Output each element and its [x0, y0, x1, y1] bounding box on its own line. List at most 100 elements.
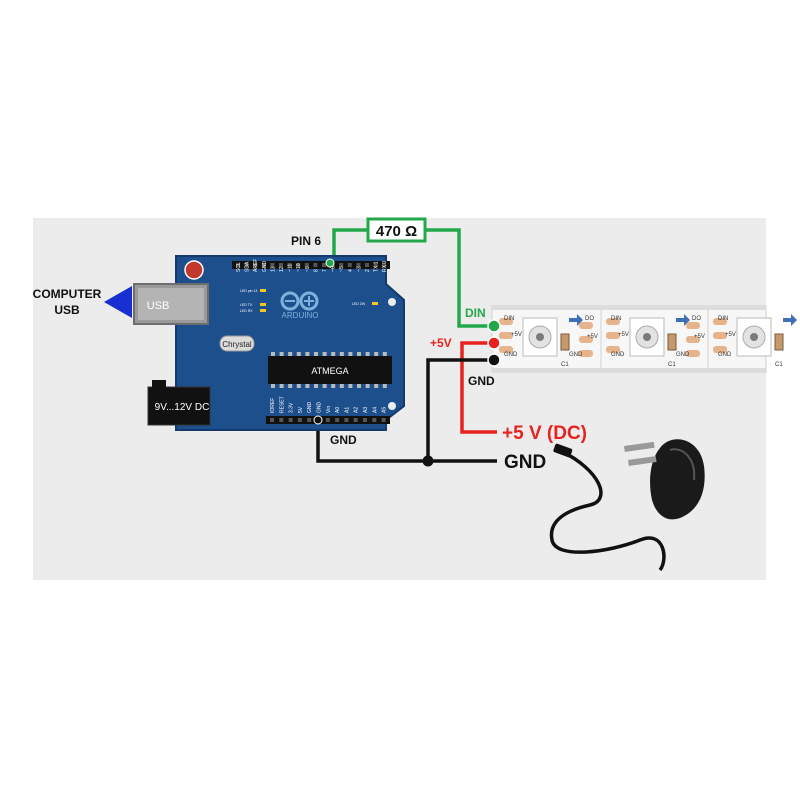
header-pin-label: RESET	[279, 396, 285, 413]
din-connector-dot	[487, 319, 501, 333]
header-pin	[304, 263, 309, 267]
strip-pad-label: DO	[692, 316, 701, 322]
computer-label: COMPUTER	[33, 287, 102, 301]
header-pin	[288, 418, 293, 422]
header-pin-label: SCL	[236, 262, 242, 272]
plus5v-dc-label: +5 V (DC)	[502, 423, 587, 444]
maker-logo-icon	[184, 260, 204, 280]
header-pin-label: Vin	[326, 406, 332, 413]
strip-pad-label: GND	[611, 352, 625, 358]
chip-pin	[382, 352, 387, 356]
pin6-label: PIN 6	[291, 234, 321, 248]
atmega-chip	[268, 356, 392, 384]
gnd-pin-marker	[313, 415, 323, 425]
header-pin-label: A2	[354, 407, 360, 413]
chip-pin	[374, 352, 379, 356]
header-pin-label: 7	[322, 269, 328, 272]
board-led-label: LED RX	[240, 309, 253, 313]
header-pin	[270, 418, 274, 422]
chip-pin	[279, 384, 284, 388]
pin6-marker	[325, 258, 335, 268]
data-direction-arrow-icon	[569, 314, 583, 326]
capacitor-label: C1	[668, 362, 676, 368]
header-pin-label: A0	[335, 407, 341, 413]
header-pin	[236, 263, 240, 267]
strip-pad	[606, 318, 620, 325]
chip-pin	[348, 384, 353, 388]
usb-arrow-icon	[104, 286, 132, 318]
header-pin-label: 13	[270, 266, 276, 272]
strip-pad	[499, 332, 513, 339]
chip-pin	[322, 384, 327, 388]
strip-pad	[713, 332, 727, 339]
header-pin-label: SDA	[245, 261, 251, 272]
header-pin-label: 3.3V	[289, 402, 295, 413]
chip-pin	[331, 384, 336, 388]
header-pin-label: GND	[307, 402, 313, 414]
header-pin	[253, 263, 258, 267]
chip-pin	[357, 352, 361, 356]
plus5v-label: +5V	[430, 336, 452, 350]
header-pin-label: IOREF	[270, 398, 276, 413]
signal-wire-din	[425, 228, 494, 328]
header-pin	[261, 263, 266, 267]
header-pin	[356, 263, 361, 267]
arduino-logo-text: ARDUINO	[282, 311, 319, 320]
header-pin-label: RX 0	[382, 261, 388, 272]
header-pin	[365, 263, 369, 267]
header-pin-label: ~10	[296, 263, 302, 272]
board-led-label: LED pin 13	[240, 289, 257, 293]
usb-label: USB	[54, 303, 80, 317]
strip-pad	[686, 336, 700, 343]
chip-pin	[314, 384, 318, 388]
ground-junction	[422, 455, 434, 467]
chip-pin	[296, 352, 301, 356]
header-pin	[270, 263, 275, 267]
strip-pad	[579, 336, 593, 343]
header-pin	[307, 418, 312, 422]
chip-pin	[305, 352, 310, 356]
capacitor-label: C1	[561, 362, 569, 368]
strip-pad	[499, 346, 513, 353]
chip-pin	[374, 384, 379, 388]
header-bottom-pins	[270, 418, 386, 422]
chip-pin	[279, 352, 284, 356]
strip-pad	[713, 346, 727, 353]
strip-pad	[686, 322, 700, 329]
chip-pin	[339, 352, 344, 356]
arduino-logo-icon	[280, 291, 319, 311]
ground-wire-strip	[426, 358, 494, 460]
chip-pin	[288, 352, 293, 356]
led-strip-edge-top	[492, 306, 766, 310]
dc-jack-tab	[152, 380, 166, 388]
strip-pad-label: +5V	[618, 332, 629, 338]
atmega-chip-label: ATMEGA	[311, 366, 348, 376]
resistor: 470 Ω	[366, 217, 427, 243]
chip-pin	[288, 384, 293, 388]
resistor-body	[366, 217, 427, 243]
capacitor	[560, 333, 570, 351]
strip-pad-label: +5V	[511, 332, 522, 338]
header-pin-label: 8	[313, 269, 319, 272]
header-pin	[363, 418, 367, 422]
strip-pad-label: GND	[676, 352, 690, 358]
header-pin-label: ~6	[331, 266, 337, 272]
strip-pad-label: GND	[504, 352, 518, 358]
chip-pin	[365, 352, 370, 356]
board-led	[260, 289, 266, 292]
header-pin-label: 2	[365, 269, 371, 272]
header-pin	[353, 418, 358, 422]
board-led	[260, 309, 266, 312]
led-die	[643, 333, 651, 341]
board-led-label: LED TX	[240, 303, 253, 307]
led-strip: DIN+5VGNDC1DO+5VGNDDIN+5VGNDC1DO+5VGNDDI…	[491, 305, 797, 373]
header-pin	[372, 418, 377, 422]
header-top	[232, 261, 390, 269]
strip-pad-label: DIN	[611, 316, 621, 322]
strip-pad-label: DO	[585, 316, 594, 322]
header-pin-label: GND	[262, 261, 268, 273]
board-led	[260, 303, 266, 306]
